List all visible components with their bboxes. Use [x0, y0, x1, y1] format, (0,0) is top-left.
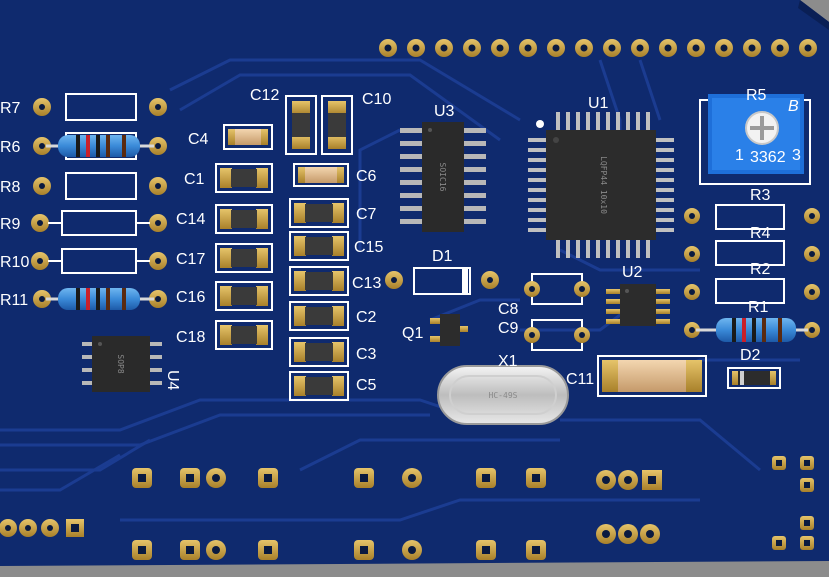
ic-U4: SOP8 U4 — [82, 336, 181, 392]
label-C7: C7 — [356, 206, 377, 223]
pot-logo: B — [788, 98, 799, 115]
mark-U4: SOP8 — [116, 354, 125, 373]
resistor-R7: R7 — [0, 93, 167, 121]
label-C15: C15 — [354, 239, 383, 256]
resistor-R11: R11 — [0, 288, 167, 310]
resistor-R10: R10 — [0, 248, 167, 274]
label-C14: C14 — [176, 211, 205, 228]
label-R5: R5 — [746, 87, 767, 104]
capacitor-C10: C10 — [321, 91, 391, 155]
label-C6: C6 — [356, 168, 377, 185]
ic-U2: U2 — [606, 264, 670, 326]
capacitor-C4: C4 — [188, 124, 273, 150]
label-C3: C3 — [356, 346, 377, 363]
capacitor-C11: C11 — [566, 355, 707, 397]
label-R4: R4 — [750, 225, 771, 242]
label-C5: C5 — [356, 377, 377, 394]
capacitor-C2: C2 — [289, 301, 377, 331]
resistor-R9: R9 — [0, 210, 167, 236]
resistor-R8: R8 — [0, 172, 167, 200]
capacitor-C5: C5 — [289, 371, 377, 401]
label-Q1: Q1 — [402, 325, 423, 342]
label-D1: D1 — [432, 248, 453, 265]
label-C17: C17 — [176, 251, 205, 268]
label-D2: D2 — [740, 347, 761, 364]
board-edge — [798, 0, 829, 30]
diode-D1: D1 — [385, 248, 499, 295]
capacitor-C15: C15 — [289, 231, 383, 261]
capacitor-C9: C9 — [498, 319, 590, 351]
capacitor-C7: C7 — [289, 198, 377, 228]
label-C2: C2 — [356, 309, 377, 326]
pad-column-right — [684, 208, 820, 338]
potentiometer-R5: B 3362 1 3 R5 — [699, 87, 811, 185]
resistor-R2: R2 — [715, 261, 785, 304]
ic-U1: LQFP44 10x10 U1 — [528, 95, 674, 258]
capacitor-C17: C17 — [176, 243, 273, 273]
label-R9: R9 — [0, 216, 21, 233]
capacitor-C8: C8 — [498, 273, 590, 318]
label-C11: C11 — [566, 371, 594, 388]
label-C1: C1 — [184, 171, 205, 188]
label-C12: C12 — [250, 87, 279, 104]
label-X1: X1 — [498, 353, 518, 370]
crystal-X1: HC-49S X1 — [437, 353, 569, 425]
mark-X1: HC-49S — [489, 391, 518, 400]
label-U2: U2 — [622, 264, 643, 281]
label-C18: C18 — [176, 329, 205, 346]
resistor-R6: R6 — [0, 132, 167, 160]
ic-U3: SOIC16 U3 — [400, 103, 486, 232]
header-pin-row-top — [379, 39, 817, 57]
label-U4: U4 — [164, 370, 181, 391]
mark-U3: SOIC16 — [438, 163, 447, 192]
label-C16: C16 — [176, 289, 205, 306]
capacitor-C3: C3 — [289, 337, 377, 367]
label-U1: U1 — [588, 95, 609, 112]
capacitor-C16: C16 — [176, 281, 273, 311]
bottom-connector-pads — [0, 456, 814, 560]
label-C13: C13 — [352, 275, 381, 292]
label-R1: R1 — [748, 299, 769, 316]
label-C8: C8 — [498, 301, 519, 318]
pot-pin1: 1 — [735, 147, 744, 164]
label-C9: C9 — [498, 320, 519, 337]
label-R11: R11 — [0, 292, 28, 309]
capacitor-C12: C12 — [250, 87, 317, 155]
label-C10: C10 — [362, 91, 391, 108]
capacitor-C1: C1 — [184, 163, 273, 193]
capacitor-C6: C6 — [293, 163, 377, 187]
resistor-R4: R4 — [715, 225, 785, 266]
label-R8: R8 — [0, 179, 21, 196]
label-R6: R6 — [0, 139, 21, 156]
label-R2: R2 — [750, 261, 771, 278]
capacitor-C13: C13 — [289, 266, 381, 296]
capacitor-C18: C18 — [176, 320, 273, 350]
resistor-R1: R1 — [696, 299, 808, 342]
label-R7: R7 — [0, 100, 21, 117]
transistor-Q1: Q1 — [402, 314, 468, 346]
capacitor-C14: C14 — [176, 204, 273, 234]
pot-pin3: 3 — [792, 147, 801, 164]
label-R10: R10 — [0, 254, 29, 271]
pot-value: 3362 — [750, 149, 786, 166]
label-C4: C4 — [188, 131, 209, 148]
mark-U1: LQFP44 10x10 — [599, 156, 608, 214]
diode-D2: D2 — [727, 347, 781, 389]
label-R3: R3 — [750, 187, 771, 204]
label-U3: U3 — [434, 103, 455, 120]
resistor-R3: R3 — [715, 187, 785, 230]
